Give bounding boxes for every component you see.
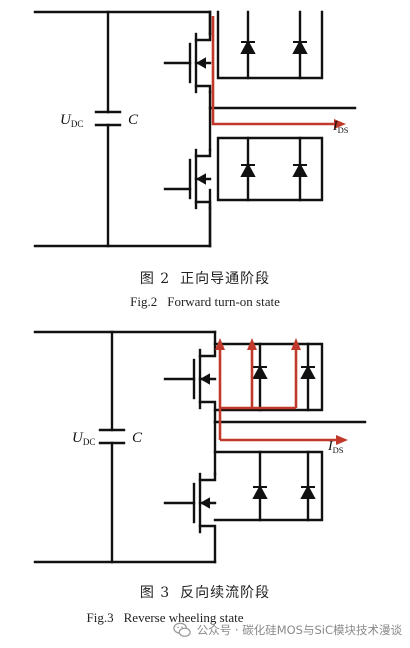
diode-icon bbox=[252, 484, 268, 499]
figure3-caption-cn-num: 图 3 bbox=[139, 585, 171, 601]
figure2-circuit: UDC C IDS bbox=[33, 10, 357, 248]
figure2-caption-en-text: Forward turn-on state bbox=[167, 294, 280, 309]
mosfet-arrow-icon bbox=[199, 497, 210, 509]
mosfet-arrow-icon bbox=[195, 57, 206, 69]
mosfet-arrow-icon bbox=[199, 373, 210, 385]
figure2-caption-cn-num: 图 2 bbox=[139, 271, 171, 287]
figure2-caption-en: Fig.2 Forward turn-on state bbox=[0, 294, 410, 310]
current-arrow-icon bbox=[215, 338, 225, 350]
lower-diode-box bbox=[216, 136, 324, 202]
ids-label: IDS bbox=[327, 439, 344, 455]
current-arrow-icon bbox=[334, 119, 346, 129]
figure3-caption-en-num: Fig.3 bbox=[86, 610, 114, 625]
diode-icon bbox=[300, 484, 316, 499]
figure3-caption-en-text: Reverse wheeling state bbox=[123, 610, 244, 625]
udc-label: UDC bbox=[72, 430, 95, 447]
upper-mosfet bbox=[163, 10, 212, 94]
watermark: 公众号 · 碳化硅MOS与SiC模块技术漫谈 bbox=[173, 620, 402, 640]
upper-diode-box bbox=[216, 10, 324, 80]
figure3-caption-cn-text: 反向续流阶段 bbox=[180, 585, 271, 601]
ids-label: IDS bbox=[332, 119, 349, 135]
diode-icon bbox=[252, 364, 268, 379]
upper-diode-box bbox=[213, 342, 324, 412]
diode-icon bbox=[300, 364, 316, 379]
wechat-logo-icon bbox=[173, 622, 191, 637]
diode-icon bbox=[292, 39, 308, 54]
diode-icon bbox=[240, 162, 256, 177]
lower-mosfet bbox=[163, 472, 217, 564]
figure3-circuit: UDC C IDS bbox=[33, 330, 367, 564]
figure2-caption-cn-text: 正向导通阶段 bbox=[180, 271, 271, 287]
current-arrow-icon bbox=[247, 338, 257, 350]
lower-diode-box bbox=[213, 450, 324, 522]
lower-mosfet bbox=[163, 148, 212, 248]
figure2-caption-en-num: Fig.2 bbox=[130, 294, 158, 309]
current-path bbox=[211, 16, 338, 126]
current-arrow-icon bbox=[291, 338, 301, 350]
current-arrow-icon bbox=[336, 435, 348, 445]
diode-icon bbox=[240, 39, 256, 54]
watermark-text: 公众号 · 碳化硅MOS与SiC模块技术漫谈 bbox=[196, 623, 402, 637]
diode-icon bbox=[292, 162, 308, 177]
capacitor-label: C bbox=[128, 112, 139, 128]
figure3-caption-en: Fig.3 Reverse wheeling state bbox=[0, 610, 370, 626]
mosfet-arrow-icon bbox=[195, 173, 206, 185]
capacitor-symbol bbox=[98, 428, 126, 445]
udc-label: UDC bbox=[60, 112, 83, 129]
capacitor-label: C bbox=[132, 430, 143, 446]
figure3-caption-cn: 图 3 反向续流阶段 bbox=[0, 582, 410, 602]
capacitor-symbol bbox=[94, 110, 122, 127]
figure2-caption-cn: 图 2 正向导通阶段 bbox=[0, 268, 410, 288]
